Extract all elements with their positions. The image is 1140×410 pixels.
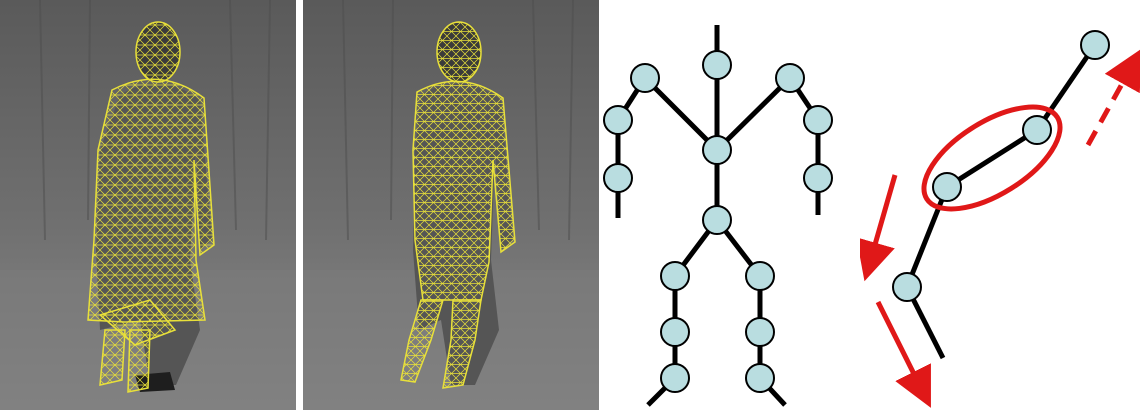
skeleton-diagram xyxy=(600,0,860,410)
limb-joint-2 xyxy=(1023,116,1051,144)
limb-joint-1 xyxy=(1081,31,1109,59)
person-wireframe-photo-1 xyxy=(0,0,296,410)
limb-joint-4 xyxy=(893,273,921,301)
photo-panel-mesh-1 xyxy=(0,0,296,410)
skeleton-diagram-panel xyxy=(600,0,860,410)
joint-left-knee xyxy=(661,318,689,346)
person-wireframe-photo-2 xyxy=(303,0,599,410)
joint-left-wrist xyxy=(604,164,632,192)
joint-right-hip xyxy=(746,262,774,290)
limb-joint-3 xyxy=(933,173,961,201)
joint-left-hip xyxy=(661,262,689,290)
arrow-down-right xyxy=(878,302,922,390)
limb-bones xyxy=(907,45,1095,358)
photo-panel-mesh-2 xyxy=(303,0,599,410)
joint-pelvis xyxy=(703,206,731,234)
joint-right-elbow xyxy=(804,106,832,134)
arrow-down-left xyxy=(870,175,895,262)
joint-right-knee xyxy=(746,318,774,346)
joint-right-shoulder xyxy=(776,64,804,92)
limb-chain-diagram xyxy=(860,0,1140,410)
joint-neck xyxy=(703,51,731,79)
joint-left-elbow xyxy=(604,106,632,134)
joint-left-shoulder xyxy=(631,64,659,92)
joint-chest xyxy=(703,136,731,164)
limb-chain-panel xyxy=(860,0,1140,410)
joint-right-wrist xyxy=(804,164,832,192)
arrow-up-right-dashed xyxy=(1088,66,1132,145)
joint-left-ankle xyxy=(661,364,689,392)
joint-right-ankle xyxy=(746,364,774,392)
